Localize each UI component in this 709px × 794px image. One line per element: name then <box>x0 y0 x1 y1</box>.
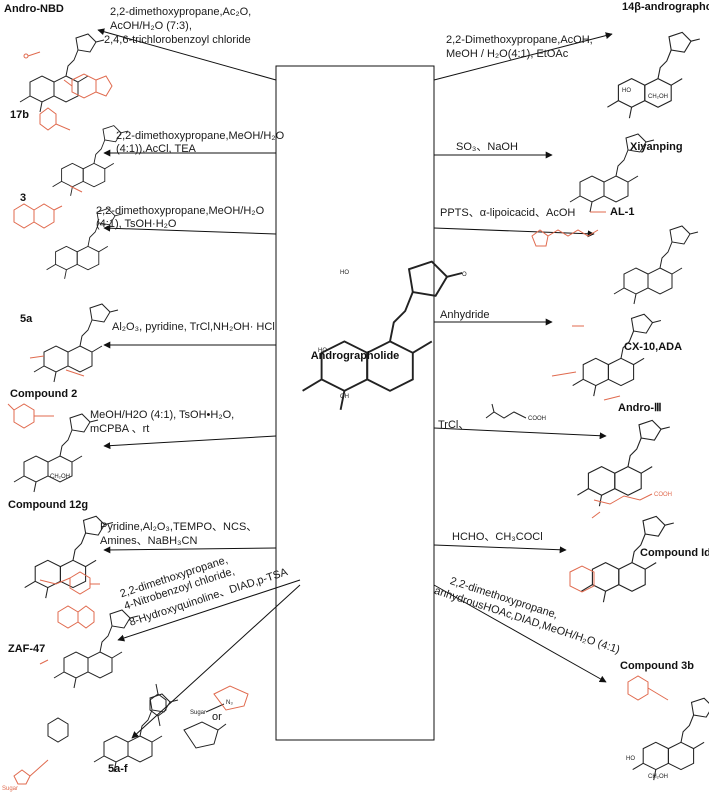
conditions-compound-3b: 2,2-dimethoxypropane, anhydrousHOAc,DIAD… <box>433 571 626 656</box>
name-compound-3b: Compound 3b <box>620 660 694 672</box>
structure-3 <box>13 203 123 280</box>
arrow-zaf-47 <box>117 579 301 642</box>
svg-text:CH₂OH: CH₂OH <box>50 474 70 480</box>
structure-17b <box>39 107 129 197</box>
conditions-zaf-47: 2,2-dimethoxypropane, 4-Nitrobenzoyl chl… <box>119 537 290 628</box>
arrow-andro-nbd <box>97 28 277 81</box>
structure-al-1 <box>531 225 699 305</box>
name-17b: 17b <box>10 109 29 121</box>
structure-compound-2: CH₂OH <box>7 403 99 493</box>
svg-text:N₃: N₃ <box>226 700 233 706</box>
conditions-14b: 2,2-Dimethoxypropane,AcOH, MeOH / H₂O(4:… <box>446 34 596 60</box>
atom-oh-bottom: OH <box>340 394 349 400</box>
structure-zaf-47 <box>39 605 139 689</box>
conditions-al-1: PPTS、α-lipoicacid、AcOH <box>440 207 575 219</box>
atom-o-lactone: O <box>462 272 467 278</box>
structure-compound-3b: CH₂OH HO <box>626 675 709 781</box>
name-cx-10-ada: CX-10,ADA <box>624 341 682 353</box>
reagent-succinic: COOH <box>485 403 546 422</box>
structure-andro-iii: COOH <box>576 419 672 507</box>
conditions-andro-nbd: 2,2-dimethoxypropane,Ac₂O, AcOH/H₂O (7:3… <box>104 6 254 46</box>
name-3: 3 <box>20 192 26 204</box>
svg-text:HO: HO <box>626 756 635 762</box>
name-compound-12g: Compound 12g <box>8 499 88 511</box>
central-box <box>275 65 435 741</box>
structure-14b-andrographolide: HO CH₂OH <box>606 31 701 119</box>
arrow-compound-2 <box>103 435 277 450</box>
conditions-compound-2: MeOH/H2O (4:1), TsOH•H₂O, mCPBA 、rt <box>90 409 237 435</box>
andrographolide-structure: HO O HO OH <box>301 260 467 411</box>
name-compound-2: Compound 2 <box>10 388 77 400</box>
arrow-compound-12g <box>103 546 277 554</box>
structure-compound-id <box>569 511 675 603</box>
svg-text:COOH: COOH <box>528 416 546 422</box>
name-al-1: AL-1 <box>610 206 634 218</box>
svg-text:COOH: COOH <box>654 492 672 498</box>
reagent-fragments: Sugar N₃ or <box>149 683 249 749</box>
arrow-andro-iii <box>433 427 607 440</box>
name-5a: 5a <box>20 313 33 325</box>
structure-cx-10 <box>551 313 662 401</box>
conditions-compound-12g: Pyridine,Al₂O₃,TEMPO、NCS、 Amines、NaBH₃CN <box>100 521 260 547</box>
conditions-3: 2,2-dimethoxypropane,MeOH/H₂O (4:1), TsO… <box>96 205 267 230</box>
conditions-andro-iii: TrCl、 <box>438 419 469 431</box>
conditions-cx-10: Anhydride <box>440 309 490 321</box>
svg-text:HO: HO <box>622 88 631 94</box>
structure-andro-nbd <box>19 33 113 113</box>
name-compound-id: Compound Id <box>640 547 709 559</box>
structure-5a <box>29 303 119 383</box>
atom-ho-left: HO <box>318 348 327 354</box>
arrow-compound-3b <box>433 584 607 683</box>
conditions-xiyanping: SO₃、NaOH <box>456 141 518 153</box>
name-andro-iii: Andro-Ⅲ <box>618 402 662 414</box>
name-5a-f: 5a-f <box>108 763 128 775</box>
arrow-compound-id <box>433 544 567 554</box>
name-xiyanping: Xiyanping <box>630 141 683 153</box>
svg-text:CH₂OH: CH₂OH <box>648 774 668 780</box>
conditions-compound-id: HCHO、CH₃COCl <box>452 531 543 543</box>
structure-compound-12g <box>24 515 114 599</box>
svg-text:CH₂OH: CH₂OH <box>648 94 668 100</box>
svg-text:Sugar: Sugar <box>2 786 18 792</box>
conditions-5a: Al₂O₃, pyridine, TrCl,NH₂OH· HCl <box>112 321 275 333</box>
arrow-3 <box>103 224 277 235</box>
structure-5a-f: Sugar <box>2 693 179 792</box>
name-14b-andrographolide: 14β-andrographolide <box>622 1 709 13</box>
svg-text:Sugar: Sugar <box>190 710 206 716</box>
svg-text:or: or <box>212 711 222 723</box>
atom-ho-top: HO <box>340 270 349 276</box>
conditions-17b: 2,2-dimethoxypropane,MeOH/H₂O (4:1)),AcC… <box>116 130 287 155</box>
arrow-al-1 <box>433 227 595 238</box>
arrow-5a-f <box>131 584 301 739</box>
name-zaf-47: ZAF-47 <box>8 643 45 655</box>
name-andro-nbd: Andro-NBD <box>4 3 64 15</box>
arrow-14b <box>433 32 613 81</box>
center-compound-name: Andrographolide <box>311 350 400 362</box>
structure-xiyanping <box>569 133 655 213</box>
